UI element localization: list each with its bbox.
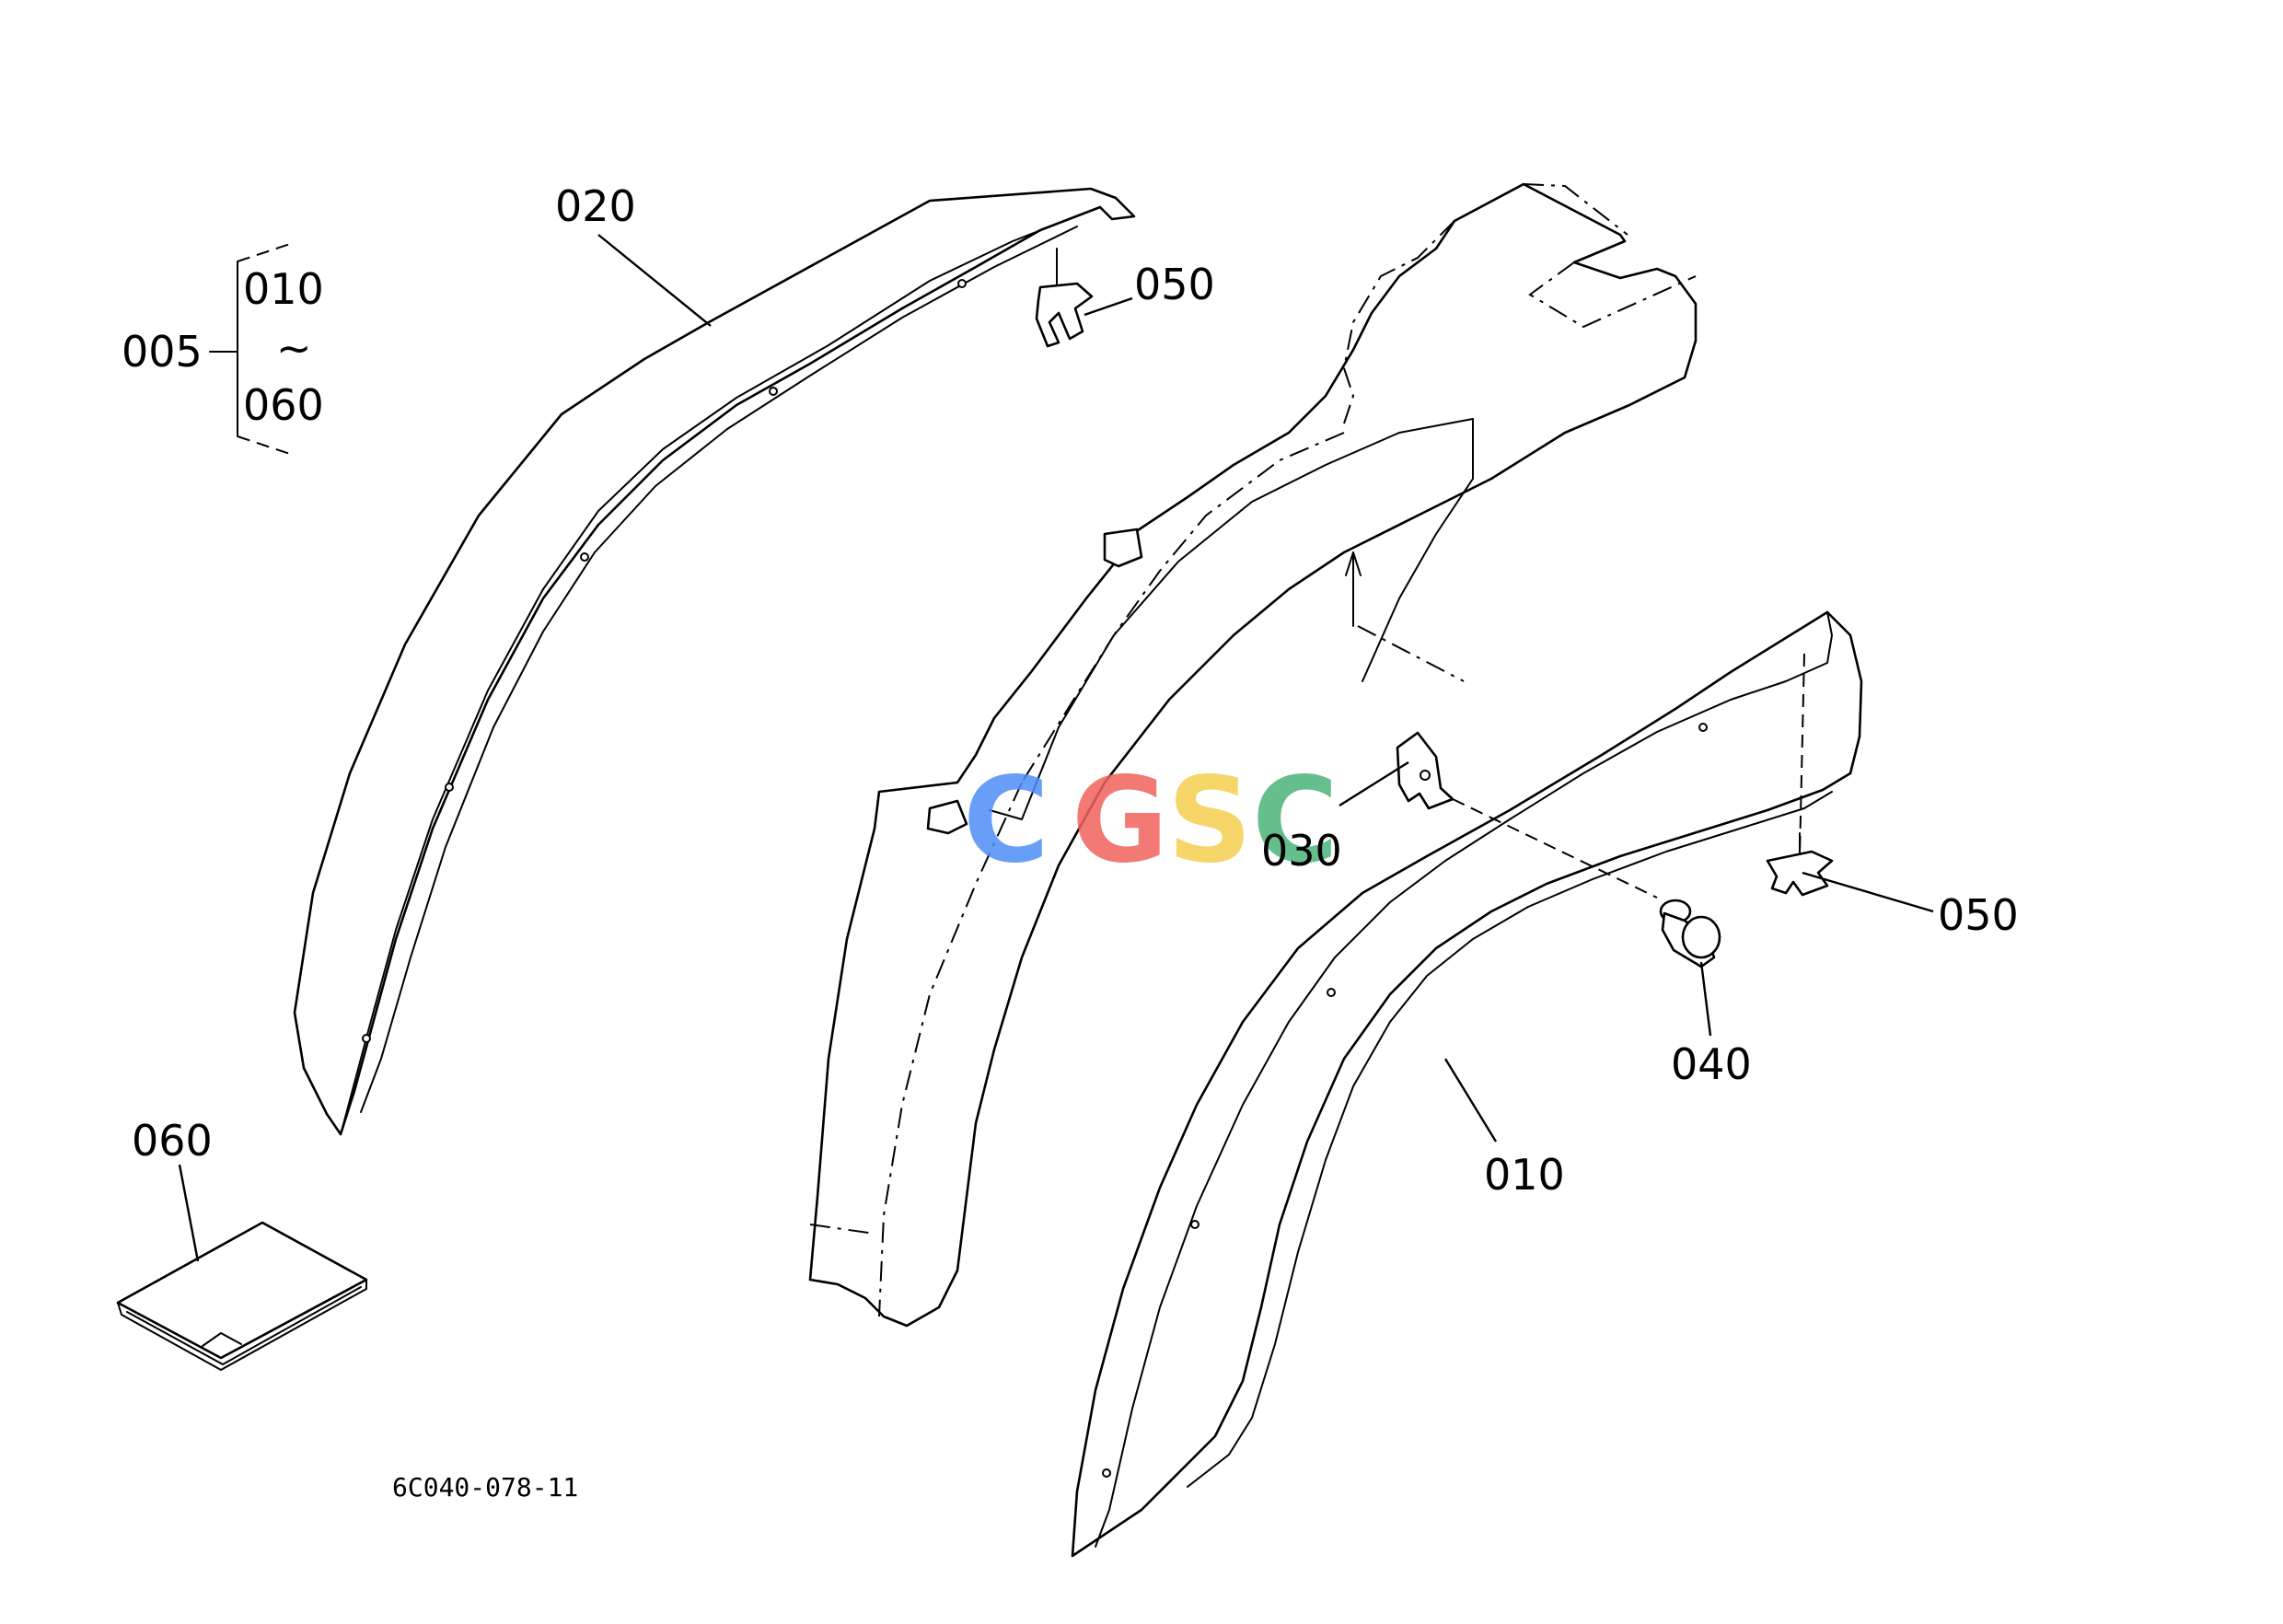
- callout-030: 030: [1261, 826, 1342, 876]
- callout-050-top: 050: [1134, 260, 1215, 309]
- clip-050-top: [1035, 248, 1094, 348]
- callout-labels: 005 010 ~ 060 020 050 030 050 040 010 06…: [122, 181, 2019, 1200]
- drawing-number: 6C040-078-11: [392, 1472, 578, 1502]
- callout-060: 060: [132, 1116, 213, 1166]
- watermark-letter-2: G: [1072, 752, 1168, 889]
- fender-020: [293, 187, 1136, 1136]
- callout-range-separator: ~: [276, 323, 312, 373]
- sheet-060: [116, 1221, 368, 1371]
- watermark-letter-4: C: [1252, 752, 1339, 889]
- callout-010: 010: [1484, 1150, 1565, 1200]
- leader-lines: [178, 234, 1934, 1262]
- callout-010-range-start: 010: [243, 264, 324, 314]
- clip-050-right: [1766, 832, 1834, 897]
- rear-support-bracket: [808, 182, 1698, 1328]
- assembly-bracket-005: [209, 242, 294, 456]
- clip-030: [1396, 731, 1454, 810]
- callout-060-range-end: 060: [243, 380, 324, 430]
- watermark-letter-3: S: [1167, 752, 1252, 889]
- fender-010: [1071, 610, 1863, 1558]
- bolt-040: [1452, 798, 1721, 969]
- callout-005: 005: [122, 327, 203, 377]
- callout-050-right: 050: [1938, 890, 2019, 940]
- watermark-letter-1: C: [963, 752, 1049, 889]
- callout-020: 020: [555, 181, 636, 231]
- watermark: C G S C: [963, 752, 1339, 889]
- callout-040: 040: [1671, 1039, 1752, 1089]
